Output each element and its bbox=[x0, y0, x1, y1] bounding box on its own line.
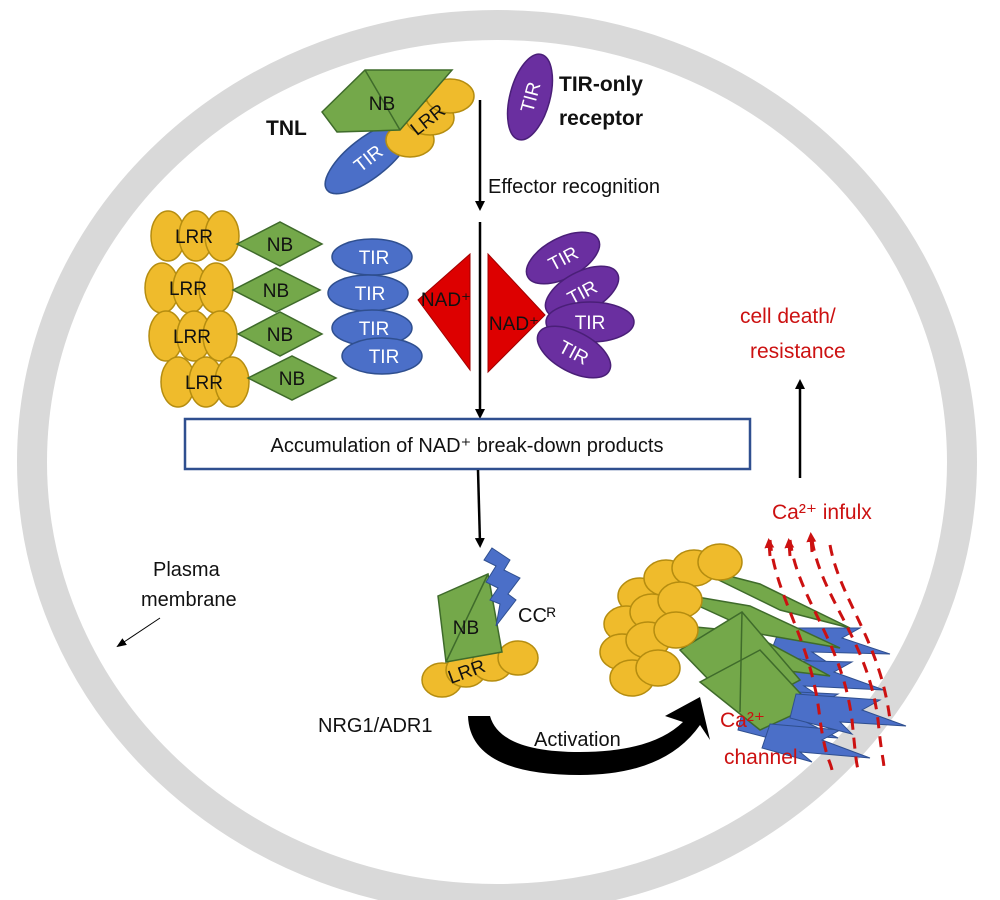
cell-death-label-line2: resistance bbox=[750, 340, 846, 363]
plasma-membrane bbox=[17, 10, 977, 900]
nb-label: NB bbox=[263, 281, 289, 302]
nrg1-nb-label: NB bbox=[453, 618, 479, 639]
tnl-label: TNL bbox=[266, 117, 307, 140]
tir-only-receptor-icon: TIR bbox=[506, 53, 554, 141]
nb-label: NB bbox=[267, 235, 293, 256]
tir-only-label-line1: TIR-only bbox=[559, 73, 643, 96]
ca-channel-label-line1: Ca²⁺ bbox=[720, 709, 765, 732]
tir-label: TIR bbox=[359, 319, 390, 340]
ca-flux-arrowhead bbox=[764, 538, 775, 557]
tir-only-label-line2: receptor bbox=[559, 107, 643, 130]
ca-flux-arrowhead bbox=[784, 538, 795, 557]
lrr-bead bbox=[635, 649, 681, 687]
ca-flux-line bbox=[810, 539, 886, 771]
ca-flux-line bbox=[788, 539, 860, 771]
nrg1-nb-domain bbox=[437, 572, 503, 663]
ca-influx-lines bbox=[768, 539, 892, 771]
tir-only-domain bbox=[536, 325, 612, 379]
cc-r-domain bbox=[483, 547, 521, 627]
lrr-bead bbox=[697, 543, 743, 581]
nad-label-right: NAD⁺ bbox=[489, 314, 539, 335]
activation-arrow bbox=[468, 697, 710, 775]
lrr-label: LRR bbox=[185, 373, 223, 394]
lrr-label: LRR bbox=[169, 279, 207, 300]
nb-domain bbox=[231, 267, 322, 313]
tnl-nb-domain bbox=[321, 69, 454, 133]
lrr-bead bbox=[202, 310, 238, 362]
tir-label: TIR bbox=[355, 284, 386, 305]
ca-channel-label-line2: channel bbox=[724, 746, 798, 769]
nrg1-adr1-label: NRG1/ADR1 bbox=[318, 715, 432, 737]
nb-label: NB bbox=[267, 325, 293, 346]
tir-domain bbox=[341, 337, 423, 375]
tir-label: TIR bbox=[359, 248, 390, 269]
nad-label-left: NAD⁺ bbox=[421, 290, 471, 311]
activation-label: Activation bbox=[534, 729, 621, 751]
nb-prism-edge bbox=[739, 611, 743, 713]
nb-domain bbox=[246, 355, 338, 401]
accumulation-to-nrg1-arrow bbox=[474, 469, 485, 548]
cell-death-label-line1: cell death/ bbox=[740, 305, 836, 328]
plasma-membrane-pointer bbox=[116, 617, 161, 648]
cc-r-spike bbox=[761, 723, 871, 763]
tnl-resistosome: LRR NB TIR LRR NB TIR LRR NB TIR LRR NB … bbox=[144, 210, 423, 408]
effector-recognition-label: Effector recognition bbox=[488, 176, 660, 198]
plasma-membrane-label-line1: Plasma bbox=[153, 559, 221, 581]
ca-influx-label: Ca²⁺ infulx bbox=[772, 501, 872, 524]
ca-flux-line bbox=[768, 539, 834, 771]
nb-label: NB bbox=[279, 369, 305, 390]
tnl-monomer: TIR LRR NB bbox=[321, 69, 475, 195]
accumulation-box bbox=[183, 417, 752, 471]
tnl-nb-facet bbox=[364, 69, 401, 131]
cc-r-label: CCᴿ bbox=[518, 605, 556, 627]
accumulation-box-label: Accumulation of NAD⁺ break-down products bbox=[271, 435, 664, 457]
nrg1-lrr-bead bbox=[497, 640, 539, 676]
tnl-nb-label: NB bbox=[369, 94, 395, 115]
tir-only-receptor-shape bbox=[506, 53, 554, 141]
lrr-label: LRR bbox=[175, 227, 213, 248]
lrr-bead bbox=[214, 356, 250, 408]
plasma-membrane-label-line2: membrane bbox=[141, 589, 237, 611]
tir-label: TIR bbox=[369, 347, 400, 368]
ca-flux-arrowhead bbox=[806, 532, 817, 553]
tir-only-cluster: TIR TIR TIR TIR bbox=[525, 231, 635, 379]
nad-triangle-left bbox=[417, 252, 471, 372]
nb-domain bbox=[236, 311, 324, 357]
ca-flux-line bbox=[828, 544, 892, 721]
nb-domain bbox=[235, 221, 324, 267]
nad-triangle-right bbox=[487, 252, 546, 374]
nrg1-nb-facet bbox=[445, 573, 489, 663]
lrr-label: LRR bbox=[173, 327, 211, 348]
lrr-bead bbox=[204, 210, 240, 262]
lrr-bead bbox=[653, 611, 699, 649]
tir-only-label: TIR bbox=[575, 313, 606, 334]
nb-prism bbox=[689, 565, 851, 629]
